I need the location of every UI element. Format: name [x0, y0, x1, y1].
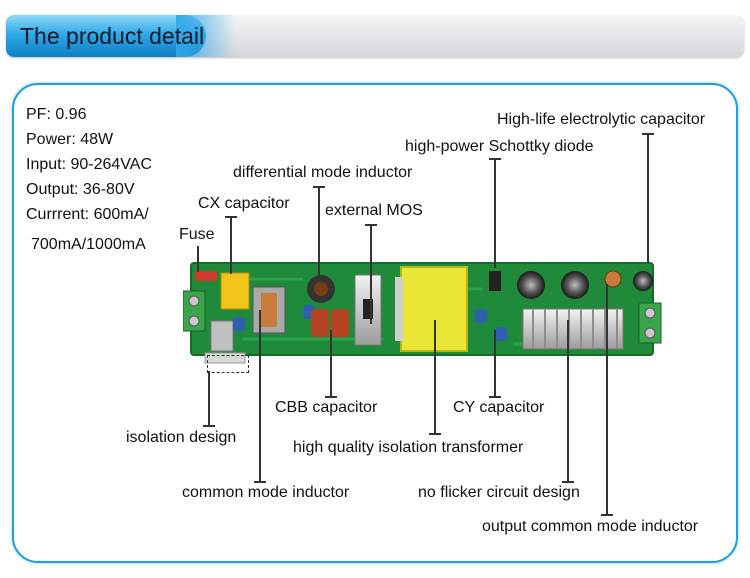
label-cy-capacitor: CY capacitor — [453, 399, 545, 416]
leader-cap-output-common-mode — [601, 514, 613, 516]
spec-current: Currrent: 600mA/ — [26, 206, 149, 223]
spec-input: Input: 90-264VAC — [26, 156, 153, 173]
leader-line-cy — [494, 330, 496, 398]
spec-current-continued: 700mA/1000mA — [31, 236, 146, 253]
header-bar: The product detail — [6, 15, 744, 57]
leader-cap-isolation-design — [203, 425, 215, 427]
header-accent — [6, 15, 206, 57]
leader-line-cbb — [330, 330, 332, 398]
leader-cap-cx — [225, 216, 237, 218]
leader-line-mos — [370, 224, 372, 324]
label-output-common-mode-inductor: output common mode inductor — [482, 518, 699, 535]
pcb-board-image — [183, 262, 662, 364]
leader-line-isolation-design — [208, 371, 210, 426]
leader-line-electrolytic — [647, 133, 649, 263]
label-fuse: Fuse — [179, 226, 215, 243]
leader-line-output-common-mode — [606, 284, 608, 516]
label-differential-mode-inductor: differential mode inductor — [233, 164, 413, 181]
leader-line-fuse — [197, 246, 199, 272]
leader-cap-no-flicker — [562, 481, 574, 483]
leader-cap-transformer — [429, 433, 441, 435]
leader-cap-common-mode — [254, 481, 266, 483]
label-common-mode-inductor: common mode inductor — [182, 484, 350, 501]
label-external-mos: external MOS — [325, 202, 423, 219]
leader-cap-schottky — [489, 158, 501, 160]
leader-line-schottky — [494, 158, 496, 268]
leader-line-diff-inductor — [318, 186, 320, 276]
label-isolation-transformer: high quality isolation transformer — [293, 439, 524, 456]
spec-output: Output: 36-80V — [26, 181, 135, 198]
leader-cap-diff-inductor — [313, 186, 325, 188]
label-schottky-diode: high-power Schottky diode — [405, 138, 594, 155]
page-title: The product detail — [20, 23, 205, 49]
label-no-flicker-circuit: no flicker circuit design — [418, 484, 580, 501]
leader-cap-electrolytic — [642, 133, 654, 135]
leader-line-transformer — [434, 320, 436, 434]
leader-line-cx — [230, 216, 232, 274]
label-isolation-design: isolation design — [126, 429, 237, 446]
header-accent-fade — [176, 15, 236, 57]
label-cbb-capacitor: CBB capacitor — [275, 399, 378, 416]
isolation-dashed-box — [207, 355, 249, 373]
leader-cap-mos — [365, 224, 377, 226]
leader-line-no-flicker — [567, 320, 569, 482]
content-frame — [12, 83, 738, 563]
leader-cap-cy — [489, 396, 501, 398]
spec-power: Power: 48W — [26, 131, 114, 148]
spec-pf: PF: 0.96 — [26, 106, 87, 123]
leader-line-common-mode — [259, 310, 261, 482]
label-cx-capacitor: CX capacitor — [198, 195, 290, 212]
label-electrolytic-capacitor: High-life electrolytic capacitor — [497, 111, 706, 128]
leader-cap-cbb — [325, 396, 337, 398]
